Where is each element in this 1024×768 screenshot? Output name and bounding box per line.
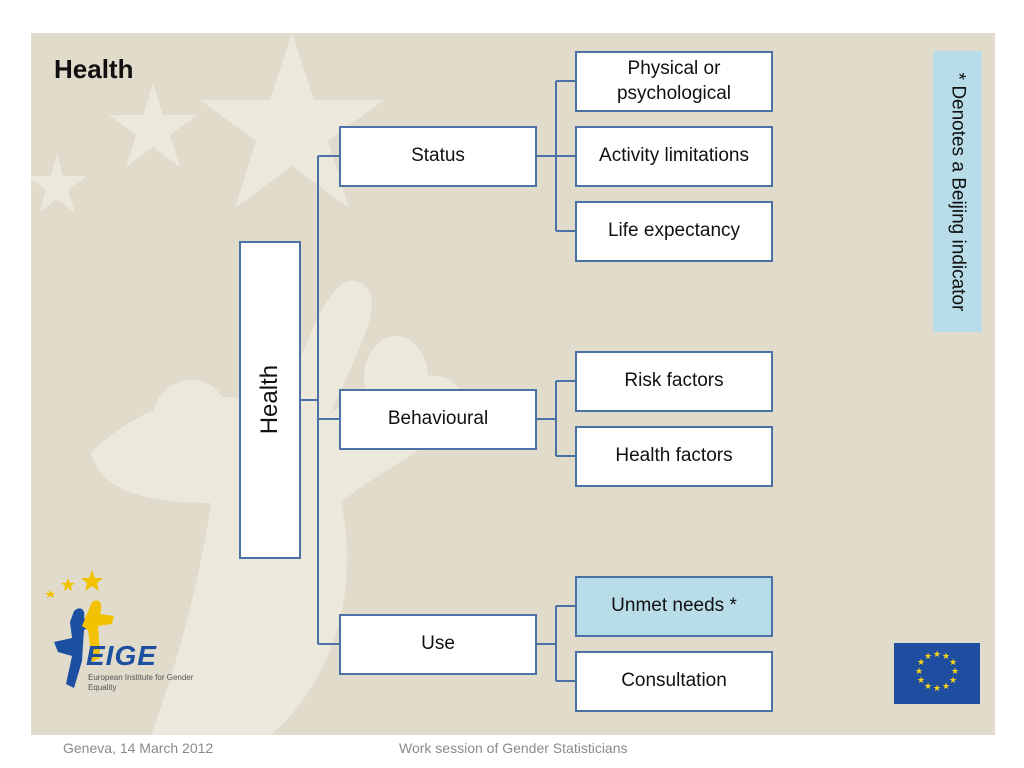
consultation-node: Consultation xyxy=(575,651,773,712)
slide-title: Health xyxy=(54,54,134,84)
svg-text:★: ★ xyxy=(917,676,925,686)
svg-text:★: ★ xyxy=(949,658,957,668)
eige-logo-icon xyxy=(45,570,114,688)
status-node: Status xyxy=(339,126,537,187)
svg-text:★: ★ xyxy=(917,658,925,668)
svg-text:★: ★ xyxy=(924,652,932,662)
activity-limitations-node: Activity limitations xyxy=(575,126,773,187)
eige-logo-subtitle: European Institute for Gender Equality xyxy=(88,673,194,692)
svg-text:★: ★ xyxy=(942,652,950,662)
svg-text:★: ★ xyxy=(924,682,932,692)
footer-event-name: Work session of Gender Statisticians xyxy=(399,740,628,756)
footer-date-location: Geneva, 14 March 2012 xyxy=(63,740,214,756)
eu-flag-icon: ★ ★ ★ ★ ★ ★ ★ ★ ★ ★ ★ ★ xyxy=(894,643,980,704)
root-node-box: Health xyxy=(239,241,301,559)
health-factors-node: Health factors xyxy=(575,426,773,487)
use-node: Use xyxy=(339,614,537,675)
eige-logo-name: EIGE xyxy=(86,640,157,671)
behavioural-node: Behavioural xyxy=(339,389,537,450)
svg-text:★: ★ xyxy=(949,676,957,686)
svg-text:★: ★ xyxy=(933,684,941,694)
beijing-note-box: * Denotes a Beijing indicator xyxy=(933,51,982,332)
svg-text:★: ★ xyxy=(951,667,959,677)
svg-text:★: ★ xyxy=(915,667,923,677)
svg-text:★: ★ xyxy=(933,650,941,660)
life-expectancy-node: Life expectancy xyxy=(575,201,773,262)
root-node-label: Health xyxy=(256,365,284,435)
beijing-note-text: * Denotes a Beijing indicator xyxy=(947,72,969,311)
svg-text:★: ★ xyxy=(942,682,950,692)
physical-psychological-node: Physical or psychological xyxy=(575,51,773,112)
unmet-needs-node: Unmet needs * xyxy=(575,576,773,637)
risk-factors-node: Risk factors xyxy=(575,351,773,412)
